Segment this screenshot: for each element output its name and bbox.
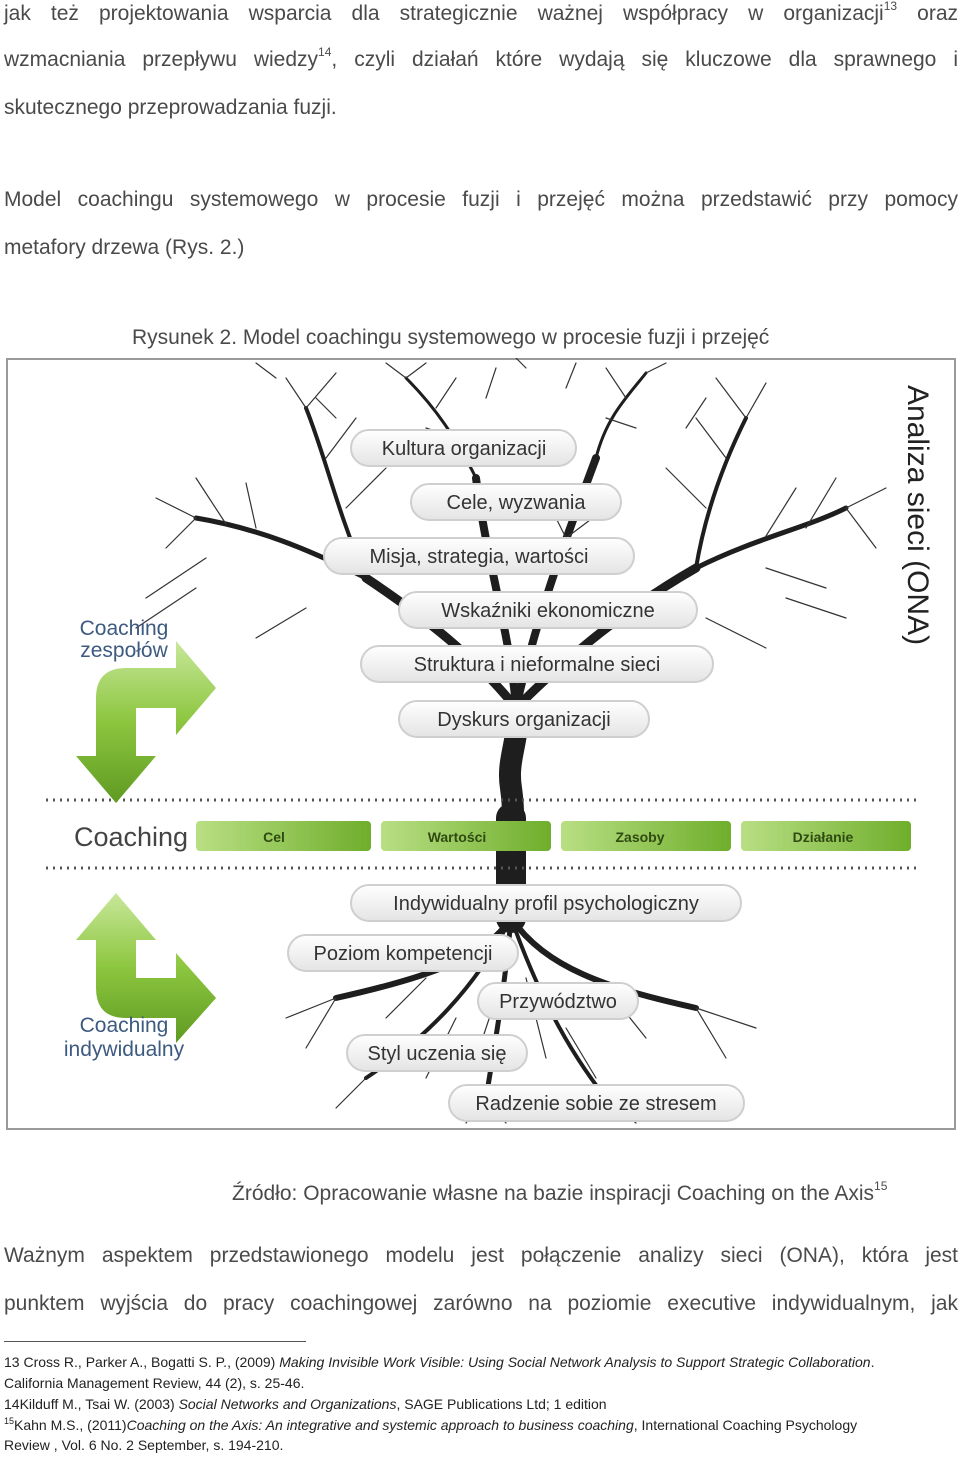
footnote-15-cont: Review , Vol. 6 No. 2 September, s. 194-… [4, 1437, 284, 1453]
step-bar-segment [561, 821, 731, 851]
footnote-14: 14Kilduff M., Tsai W. (2003) Social Netw… [4, 1396, 607, 1412]
individual-coaching-label: Coaching [80, 1014, 169, 1037]
body-line: Ważnym aspektem przedstawionego modelu j… [4, 1244, 958, 1267]
body-line: Model coachingu systemowego w procesie f… [4, 188, 958, 211]
body-line: punktem wyjścia do pracy coachingowej za… [4, 1292, 958, 1315]
tree-label: Przywództwo [499, 991, 617, 1013]
tree-label: Radzenie sobie ze stresem [475, 1093, 716, 1115]
body-line: skutecznego przeprowadzania fuzji. [4, 96, 337, 119]
tree-label: Wskaźniki ekonomiczne [441, 600, 654, 622]
tree-model-figure: Cel Wartości Zasoby Działanie Coaching K… [6, 358, 956, 1130]
tree-label-box [323, 537, 635, 575]
tree-label-box [346, 1034, 528, 1072]
team-coaching-label: zespołów [80, 639, 168, 662]
step-label: Wartości [428, 829, 487, 845]
footnote-13: 13 Cross R., Parker A., Bogatti S. P., (… [4, 1354, 875, 1370]
body-line: metafory drzewa (Rys. 2.) [4, 236, 245, 259]
tree-label: Styl uczenia się [368, 1043, 507, 1065]
tree-label: Struktura i nieformalne sieci [414, 654, 661, 676]
tree-label: Kultura organizacji [382, 438, 547, 460]
team-coaching-label: Coaching [80, 617, 169, 640]
tree-label-box [398, 591, 698, 629]
tree-label: Poziom kompetencji [314, 943, 493, 965]
footnote-separator [4, 1341, 306, 1342]
individual-coaching-label: indywidualny [64, 1038, 185, 1061]
tree-label-box [350, 429, 577, 467]
footnote-ref[interactable]: 13 [883, 0, 898, 13]
ona-vertical-label: Analiza sieci (ONA) [901, 385, 934, 645]
tree-label-box [477, 982, 639, 1020]
step-label: Działanie [793, 829, 854, 845]
tree-label: Cele, wyzwania [447, 492, 587, 514]
tree-label-box [350, 884, 742, 922]
figure-source: Źródło: Opracowanie własne na bazie insp… [232, 1179, 888, 1205]
footnote-ref[interactable]: 15 [874, 1179, 888, 1193]
footnote-15: 15Kahn M.S., (2011)Coaching on the Axis:… [4, 1416, 858, 1434]
tree-label-box [287, 934, 519, 972]
coaching-steps-bar: Cel Wartości Zasoby Działanie [196, 821, 911, 851]
body-line: jak też projektowania wsparcia dla strat… [4, 0, 959, 25]
step-label: Zasoby [615, 829, 664, 845]
step-bar-segment [196, 821, 371, 851]
tree-label-box [360, 645, 714, 683]
tree-label-box [448, 1084, 745, 1122]
step-bar-segment [741, 821, 911, 851]
footnote-ref[interactable]: 14 [318, 45, 332, 59]
step-label: Cel [263, 829, 285, 845]
step-bar-segment [381, 821, 551, 851]
individual-coaching-arrow [76, 893, 216, 1043]
footnote-13-cont: California Management Review, 44 (2), s.… [4, 1375, 305, 1391]
tree-label: Indywidualny profil psychologiczny [393, 893, 699, 915]
coaching-label: Coaching [74, 822, 188, 852]
figure-caption: Rysunek 2. Model coachingu systemowego w… [132, 326, 770, 349]
tree-label: Misja, strategia, wartości [370, 546, 589, 568]
team-coaching-arrow [76, 641, 216, 803]
body-line: wzmacniania przepływu wiedzy14, czyli dz… [4, 45, 958, 71]
tree-label: Dyskurs organizacji [437, 709, 610, 731]
tree-label-box [410, 483, 622, 521]
tree-label-box [398, 700, 650, 738]
